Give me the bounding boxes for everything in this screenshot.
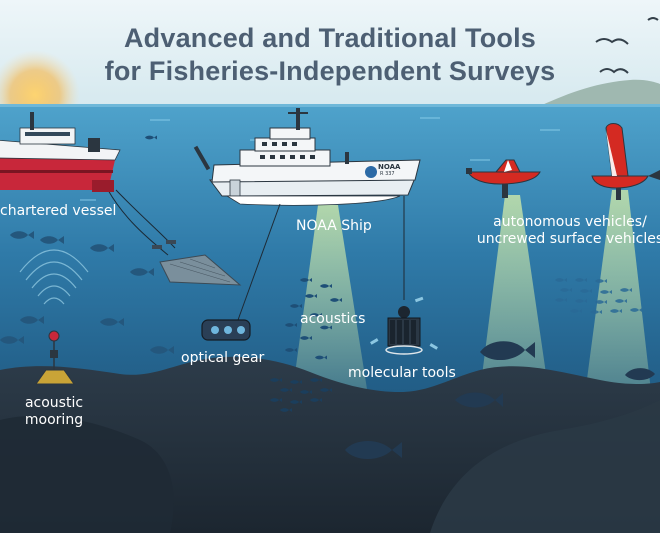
label-autonomous-line-1: autonomous vehicles/ [493, 214, 647, 230]
bird-icon [595, 17, 659, 74]
noaa-ship [193, 108, 421, 206]
page-title: Advanced and Traditional Tools for Fishe… [0, 22, 660, 88]
label-autonomous-line-2: uncrewed surface vehicles [476, 231, 660, 247]
label-acoustics: acoustics [300, 311, 366, 327]
ship-hull-number: R 337 [380, 171, 395, 177]
title-line-2: for Fisheries-Independent Surveys [104, 56, 556, 86]
usv-saildrone [591, 123, 660, 200]
trawl-net [159, 254, 242, 286]
distant-hills [540, 79, 660, 106]
molecular-tools-rosette [370, 296, 438, 355]
noaa-logo-icon [365, 166, 377, 178]
label-molecular-tools: molecular tools [348, 365, 456, 381]
label-acoustic-mooring-line-2: mooring [24, 412, 84, 428]
label-acoustic-mooring: acoustic mooring [14, 395, 94, 429]
label-chartered-vessel: chartered vessel [0, 203, 117, 219]
label-optical-gear: optical gear [181, 350, 265, 366]
usv-vehicle [466, 159, 541, 198]
label-acoustic-mooring-line-1: acoustic [24, 395, 84, 411]
label-autonomous-vehicles: autonomous vehicles/ uncrewed surface ve… [470, 214, 660, 248]
ship-hull-logo: NOAA [378, 163, 401, 171]
large-fish [345, 341, 655, 459]
acoustic-mooring [19, 249, 89, 385]
optical-gear [201, 319, 251, 341]
chartered-vessel [0, 112, 121, 192]
title-line-1: Advanced and Traditional Tools [123, 23, 537, 53]
sky [0, 0, 660, 106]
label-noaa-ship: NOAA Ship [296, 218, 372, 234]
